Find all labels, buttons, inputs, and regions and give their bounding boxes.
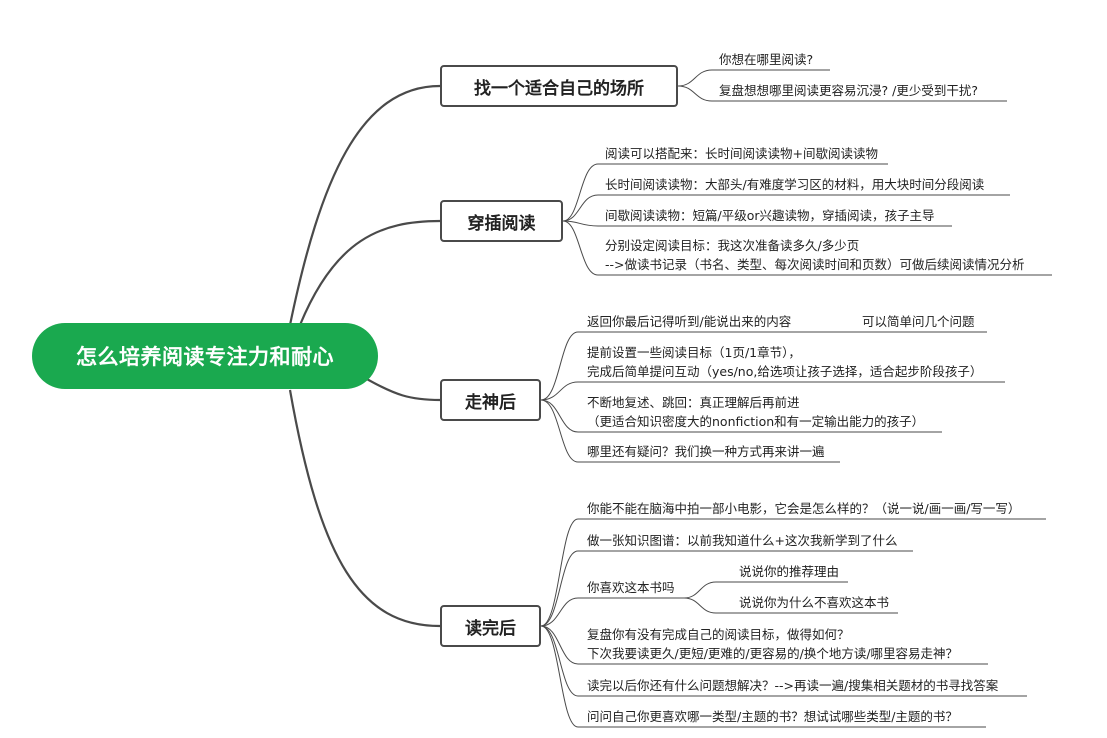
leaf-distraction-1[interactable]: 返回你最后记得听到/能说出来的内容: [587, 314, 792, 329]
connector-root-to-interleave: [298, 219, 441, 326]
leaf-distraction-2b[interactable]: 完成后简单提问互动（yes/no,给选项让孩子选择，适合起步阶段孩子）: [587, 364, 983, 379]
connector-interleave-item-1: [562, 163, 888, 222]
topic-after-reading[interactable]: 读完后: [440, 605, 541, 647]
connector-place-item-1: [677, 69, 830, 87]
leaf-after-5[interactable]: 读完以后你还有什么问题想解决？-->再读一遍/搜集相关题材的书寻找答案: [587, 678, 999, 693]
connector-after-item-3a: [683, 581, 848, 599]
leaf-after-2[interactable]: 做一张知识图谱：以前我知道什么+这次我新学到了什么: [587, 533, 898, 548]
leaf-interleave-2[interactable]: 长时间阅读读物：大部头/有难度学习区的材料，用大块时间分段阅读: [605, 177, 985, 192]
connector-place-item-2: [677, 85, 1007, 102]
leaf-distraction-1-note[interactable]: 可以简单问几个问题: [862, 314, 975, 329]
connector-distraction-item-2: [540, 381, 1005, 401]
leaf-after-1[interactable]: 你能不能在脑海中拍一部小电影，它会是怎么样的？（说一说/画一画/写一写）: [587, 501, 1021, 516]
leaf-place-1[interactable]: 你想在哪里阅读?: [719, 52, 814, 67]
connector-interleave-item-2: [562, 194, 1010, 222]
connector-distraction-item-4: [540, 399, 840, 463]
connector-after-item-1: [540, 518, 1046, 627]
leaf-after-3-dislike[interactable]: 说说你为什么不喜欢这本书: [739, 595, 890, 610]
leaf-distraction-2a[interactable]: 提前设置一些阅读目标（1页/1章节），: [587, 345, 801, 360]
leaf-distraction-3a[interactable]: 不断地复述、跳回：真正理解后再前进: [587, 395, 800, 410]
leaf-after-3[interactable]: 你喜欢这本书吗: [587, 580, 675, 595]
connector-root-to-after-reading: [288, 389, 441, 628]
topic-after-distraction[interactable]: 走神后: [440, 379, 541, 421]
connector-interleave-item-3: [562, 220, 952, 227]
root-topic[interactable]: 怎么培养阅读专注力和耐心: [32, 323, 378, 389]
connector-distraction-item-3: [540, 399, 942, 433]
leaf-after-6[interactable]: 问问自己你更喜欢哪一类型/主题的书？想试试哪些类型/主题的书？: [587, 709, 958, 724]
leaf-interleave-4a[interactable]: 分别设定阅读目标：我这次准备读多久/多少页: [605, 238, 860, 253]
leaf-interleave-4b[interactable]: -->做读书记录（书名、类型、每次阅读时间和页数）可做后续阅读情况分析: [605, 257, 1025, 272]
connector-after-item-4: [540, 625, 988, 665]
connector-after-item-6: [540, 625, 986, 728]
topic-find-place[interactable]: 找一个适合自己的场所: [440, 65, 678, 107]
connector-after-item-2: [540, 550, 913, 627]
leaf-after-4b[interactable]: 下次我要读更久/更短/更难的/更容易的/换个地方读/哪里容易走神？: [587, 646, 959, 661]
connector-interleave-item-4: [562, 220, 1052, 276]
connector-after-item-5: [540, 625, 1027, 697]
leaf-distraction-4[interactable]: 哪里还有疑问？我们换一种方式再来讲一遍: [587, 444, 825, 459]
leaf-after-3-reason[interactable]: 说说你的推荐理由: [739, 564, 840, 579]
leaf-after-4a[interactable]: 复盘你有没有完成自己的阅读目标，做得如何？: [587, 627, 850, 642]
connector-after-item-3: [540, 597, 684, 627]
leaf-interleave-3[interactable]: 间歇阅读读物：短篇/平级or兴趣读物，穿插阅读，孩子主导: [605, 208, 935, 223]
leaf-place-2[interactable]: 复盘想想哪里阅读更容易沉浸? /更少受到干扰?: [719, 83, 978, 98]
leaf-distraction-3b[interactable]: （更适合知识密度大的nonfiction和有一定输出能力的孩子）: [587, 414, 925, 429]
connector-distraction-item-1: [540, 331, 987, 401]
topic-interleave-reading[interactable]: 穿插阅读: [440, 200, 563, 242]
connector-after-item-3b: [683, 597, 898, 614]
leaf-interleave-1[interactable]: 阅读可以搭配来：长时间阅读读物+间歇阅读读物: [605, 146, 878, 161]
connector-root-to-place: [288, 84, 441, 326]
connector-root-to-distraction: [364, 377, 441, 402]
